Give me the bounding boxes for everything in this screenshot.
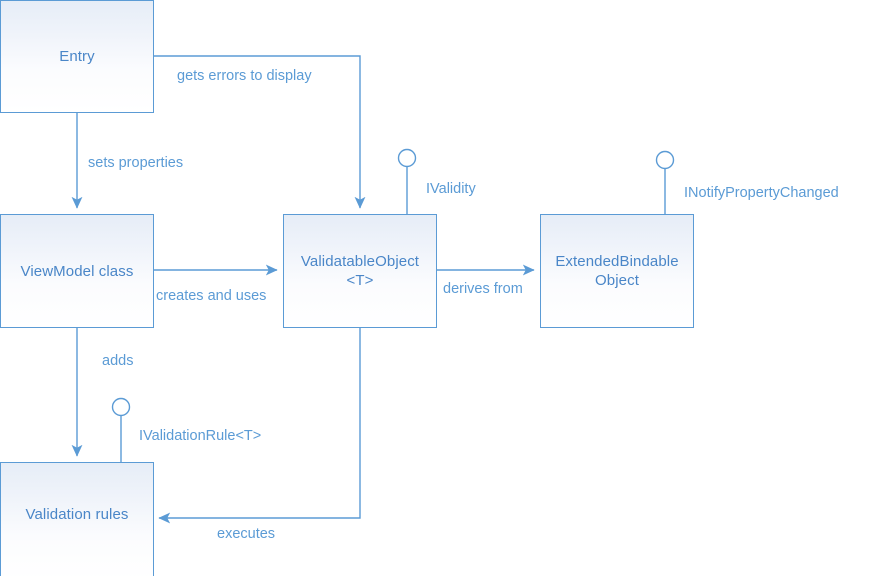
edge-label-creates-and-uses: creates and uses bbox=[156, 288, 267, 304]
connector-executes bbox=[158, 327, 361, 524]
lollipop-circle-ivalidity bbox=[397, 148, 417, 168]
edge-label-gets-errors-to-display: gets errors to display bbox=[177, 68, 312, 84]
node-validatable-object[interactable]: ValidatableObject <T> bbox=[283, 214, 437, 328]
node-validatable-object-label: ValidatableObject <T> bbox=[300, 253, 420, 289]
node-entry-label: Entry bbox=[59, 48, 95, 65]
node-validation-rules[interactable]: Validation rules bbox=[0, 462, 154, 576]
interface-label-ivalidationrule: IValidationRule<T> bbox=[139, 428, 262, 444]
lollipop-inotifypropertychanged bbox=[655, 150, 675, 214]
node-extended-bindable-object[interactable]: ExtendedBindable Object bbox=[540, 214, 694, 328]
lollipop-ivalidationrule bbox=[111, 397, 131, 462]
lollipop-circle-inotifypropertychanged bbox=[655, 150, 675, 170]
node-viewmodel-class[interactable]: ViewModel class bbox=[0, 214, 154, 328]
node-validation-rules-label: Validation rules bbox=[25, 505, 129, 523]
edge-label-adds: adds bbox=[102, 353, 134, 369]
node-extended-bindable-object-label: ExtendedBindable Object bbox=[555, 253, 679, 289]
connector-gets-errors-to-display bbox=[153, 55, 366, 209]
interface-label-inotifypropertychanged: INotifyPropertyChanged bbox=[684, 185, 839, 201]
edge-label-executes: executes bbox=[217, 526, 276, 542]
edge-label-derives-from: derives from bbox=[443, 281, 523, 297]
lollipop-ivalidity bbox=[397, 148, 417, 214]
lollipop-circle-ivalidationrule bbox=[111, 397, 131, 417]
node-entry[interactable]: Entry bbox=[0, 0, 154, 113]
node-viewmodel-class-label: ViewModel class bbox=[20, 262, 134, 280]
interface-label-ivalidity: IValidity bbox=[426, 181, 476, 197]
edge-label-sets-properties: sets properties bbox=[88, 155, 184, 171]
